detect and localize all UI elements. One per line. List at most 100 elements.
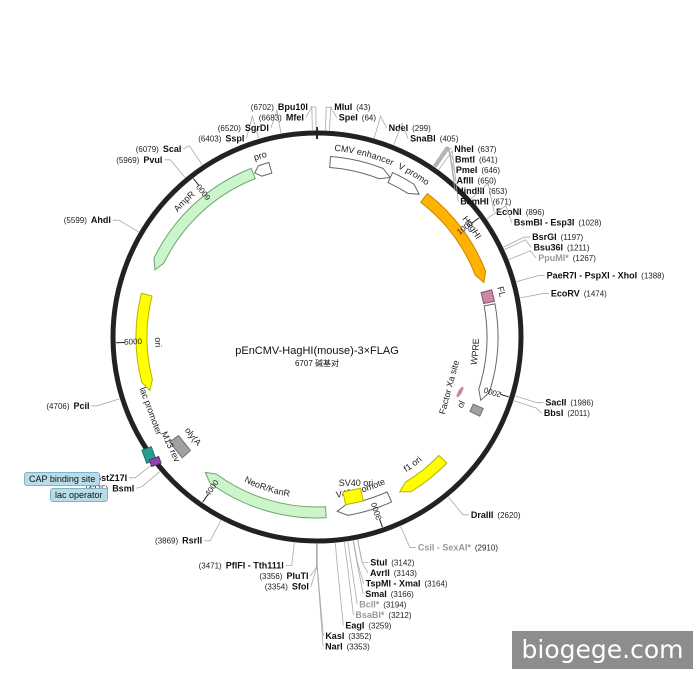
site-connector (136, 471, 160, 489)
site-connector (316, 543, 324, 637)
site-scai: (6079)ScaI (136, 144, 203, 166)
site-hindiii: HindIII(653) (435, 147, 508, 196)
site-connector (310, 543, 318, 587)
site-pcii: (4706)PciI (46, 398, 120, 411)
site-connector (516, 275, 545, 283)
site-connector (129, 463, 154, 479)
site-label: SpeI(64) (339, 113, 377, 123)
site-label: (6702)Bpu10I (251, 102, 308, 112)
site-eagi: EagI(3259) (334, 543, 392, 631)
site-tspmi-xmai: TspMI - XmaI(3164) (353, 540, 448, 589)
feature-sv40-poly-a-signal (168, 434, 192, 459)
site-label: EcoRV(1474) (551, 289, 607, 299)
site-label: (5969)PvuI (116, 155, 162, 165)
feature-neor-kanr (204, 471, 327, 519)
site-label: PpuMI*(1267) (538, 253, 596, 263)
site-label: StuI(3142) (370, 558, 414, 568)
site-connector (393, 122, 409, 145)
site-connector (373, 114, 387, 139)
site-label: (6520)SgrDI (218, 123, 269, 133)
site-label: MluI(43) (334, 102, 371, 112)
feature-label-lac-promoter: lac promoter (138, 386, 165, 436)
site-paer7i-pspxi-xhoi: PaeR7I - PspXI - XhoI(1388) (516, 271, 665, 283)
feature-3xflag (480, 289, 496, 305)
site-mlui: MluI(43) (324, 102, 371, 131)
feature-label-sv40-promoter: SV40 promoter (0, 0, 387, 500)
site-label: AvrII(3143) (370, 568, 417, 578)
site-label: TspMI - XmaI(3164) (366, 579, 448, 589)
site-ecorv: EcoRV(1474) (520, 289, 607, 299)
site-bsrgi: BsrGI(1197) (503, 232, 584, 248)
site-ahdi: (5599)AhdI (64, 215, 139, 233)
site-connector (470, 182, 495, 213)
site-connector (324, 106, 333, 131)
site-label: NheI(637) (454, 144, 497, 154)
site-label: BclI*(3194) (359, 600, 406, 610)
site-connector (357, 539, 369, 563)
feature-label-sv40-ori: SV40 ori (339, 478, 374, 488)
site-label: (6079)ScaI (136, 144, 182, 154)
lac-operator-label: lac operator (50, 488, 108, 502)
site-connector (447, 496, 469, 516)
site-label: BamHI(671) (460, 197, 512, 207)
site-connector (515, 395, 544, 404)
site-label: NarI(3353) (325, 642, 370, 652)
site-label: SacII(1986) (545, 398, 593, 408)
site-ppumi: PpuMI*(1267) (508, 250, 596, 263)
site-connector (504, 239, 532, 250)
site-connector (183, 145, 203, 166)
site-bcli: BclI*(3194) (347, 541, 407, 610)
site-label: (3869)RsrII (155, 536, 202, 546)
site-label: BsmBI - Esp3I(1028) (514, 218, 602, 228)
site-label: SnaBI(405) (410, 134, 459, 144)
site-label: (4706)PciI (46, 401, 89, 411)
feature-factor-xa-site-mark (456, 386, 464, 398)
tick-label-5000: 5000 (124, 337, 143, 347)
feature-label-wpre: WPRE (469, 338, 481, 365)
site-pmei: PmeI(646) (434, 146, 501, 175)
site-connector (310, 543, 317, 577)
site-connector (309, 106, 317, 131)
feature-label-ori: ori (153, 337, 163, 347)
feature-sv40-ori-mark (342, 487, 364, 506)
site-label: BsaBI*(3212) (355, 610, 411, 620)
features-layer: CMV enhancerCMV promoterHagHI3xFLAGWPREH… (0, 0, 508, 519)
site-label: (3471)PflFI - Tth111I (199, 561, 284, 571)
site-connector (347, 541, 358, 605)
site-ndei: NdeI(299) (373, 114, 431, 139)
site-connector (435, 147, 456, 192)
cap-binding-site-label: CAP binding site (24, 472, 101, 486)
feature-ori (135, 292, 153, 392)
feature-ampr-promoter (254, 161, 273, 177)
site-connector (329, 106, 338, 131)
site-label: (6683)MfeI (259, 113, 304, 123)
feature-haghi (419, 192, 487, 284)
site-smai: SmaI(3166) (352, 540, 414, 599)
feature-label-3xflag: 3xFLAG (0, 0, 508, 298)
site-label: EcoNI(896) (496, 207, 545, 217)
site-label: EagI(3259) (345, 621, 391, 631)
site-label: (6403)SspI (198, 134, 244, 144)
site-bbsi: BbsI(2011) (513, 400, 590, 418)
feature-ampr (153, 167, 256, 271)
site-connector (432, 146, 453, 167)
site-connector (520, 293, 549, 299)
tick-1000 (471, 217, 480, 224)
site-draiii: DraIII(2620) (447, 496, 521, 520)
feature-wpre (478, 303, 499, 402)
site-connector (486, 205, 513, 223)
site-label: AflII(650) (457, 176, 497, 186)
site-label: KasI(3352) (325, 631, 371, 641)
site-connector (400, 526, 416, 548)
site-label: PmeI(646) (456, 165, 501, 175)
site-label: BsrGI(1197) (532, 232, 583, 242)
site-avrii: AvrII(3143) (357, 539, 417, 578)
site-sacii: SacII(1986) (515, 395, 594, 408)
tick-3000 (378, 518, 383, 528)
feature-lac-operator-mark (148, 455, 162, 468)
plasmid-size: 6707 碱基对 (295, 358, 339, 368)
plasmid-name: pEnCMV-HagHI(mouse)-3×FLAG (235, 345, 399, 357)
site-rsrii: (3869)RsrII (155, 520, 222, 546)
